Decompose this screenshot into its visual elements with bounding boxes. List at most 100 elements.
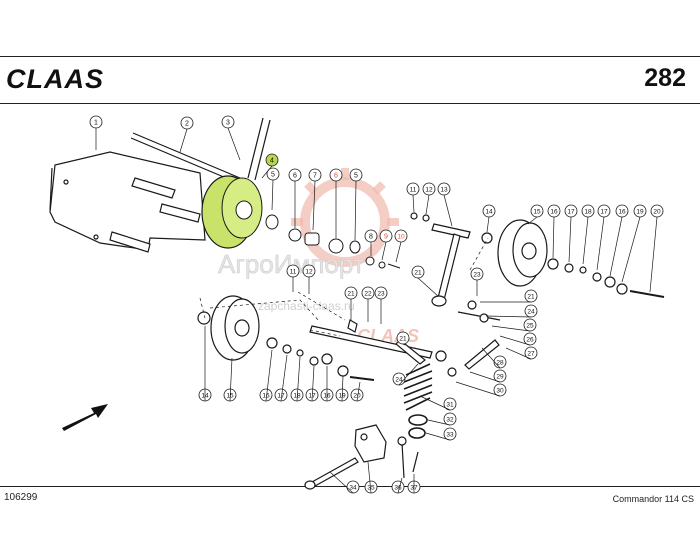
- callout-number: 3: [226, 120, 230, 127]
- callout-leader-line: [179, 128, 188, 153]
- callout-leader-line: [417, 277, 439, 297]
- callout-number: 21: [414, 270, 422, 277]
- callout-number: 19: [636, 209, 644, 216]
- callout-leader-line: [261, 165, 273, 179]
- bracket-35: [304, 424, 419, 490]
- model-name: Commandor 114 CS: [612, 494, 694, 504]
- mounting-bracket: [49, 151, 206, 251]
- callout-number: 27: [527, 351, 535, 358]
- callout-number: 10: [397, 234, 405, 241]
- callout-number: 17: [567, 209, 575, 216]
- callout-number: 16: [550, 209, 558, 216]
- callout-leader-line: [481, 347, 501, 369]
- callout-leader-line: [341, 375, 344, 402]
- callout-number: 4: [270, 158, 274, 165]
- callout-number: 7: [313, 173, 317, 180]
- callout-leader-line: [427, 419, 451, 426]
- callout-leader-line: [381, 241, 387, 261]
- callout-number: 15: [533, 209, 541, 216]
- callout-leader-line: [505, 347, 532, 360]
- callout-leader-line: [227, 127, 241, 161]
- callout-leader-line: [229, 357, 233, 402]
- callout-leader-line: [621, 216, 641, 283]
- callout-number: 21: [399, 336, 407, 343]
- callout-number: 20: [353, 393, 361, 400]
- callout-leader-line: [329, 471, 354, 494]
- callout-number: 34: [349, 485, 357, 492]
- callout-number: 14: [485, 209, 493, 216]
- callout-leader-line: [271, 179, 274, 211]
- callout-leader-line: [395, 241, 402, 263]
- callout-leader-line: [425, 194, 430, 215]
- callout-number: 12: [425, 187, 433, 194]
- callout-number: 32: [446, 417, 454, 424]
- callout-number: 21: [527, 294, 535, 301]
- callout-number: 20: [653, 209, 661, 216]
- direction-arrow: [62, 404, 108, 431]
- callout-number: 6: [334, 173, 338, 180]
- callout-number: 5: [354, 173, 358, 180]
- callout-leader-line: [412, 194, 415, 213]
- callout-number: 36: [394, 485, 402, 492]
- callout-leader-line: [311, 365, 315, 402]
- callout-leaders: [95, 127, 658, 494]
- callout-number: 9: [384, 234, 388, 241]
- lever-assembly: [309, 300, 501, 377]
- callout-number: 16: [618, 209, 626, 216]
- callout-number: 17: [277, 393, 285, 400]
- callout-leader-line: [296, 356, 301, 402]
- document-number: 106299: [4, 492, 38, 503]
- callout-number: 22: [364, 291, 372, 298]
- callout-leader-line: [443, 194, 453, 227]
- callout-number: 29: [496, 374, 504, 381]
- page-header: [0, 56, 700, 104]
- callout-number: 1: [94, 120, 98, 127]
- page-number: 282: [644, 64, 686, 92]
- callout-number: 11: [410, 187, 417, 194]
- callout-number: 21: [347, 291, 355, 298]
- callout-leader-line: [397, 477, 403, 494]
- callout-number: 31: [446, 402, 454, 409]
- callout-number: 24: [395, 377, 403, 384]
- claas-logo: CLAAS: [6, 64, 104, 94]
- callout-number: 24: [527, 309, 535, 316]
- callout-leader-line: [649, 216, 658, 293]
- callout-leader-line: [469, 371, 501, 383]
- callout-number: 6: [293, 173, 297, 180]
- callout-number: 33: [446, 432, 454, 439]
- hub-parts: [265, 214, 401, 269]
- callout-leader-line: [455, 381, 501, 397]
- callout-leader-line: [402, 343, 406, 346]
- callout-leader-line: [609, 216, 623, 277]
- callout-leader-line: [265, 349, 273, 402]
- dashed-leaders: [199, 237, 489, 337]
- highlighted-pulley-4: [201, 175, 263, 249]
- callout-number: 25: [526, 323, 534, 330]
- callout-number: 23: [473, 272, 481, 279]
- callout-leader-line: [582, 216, 589, 265]
- callout-leader-line: [485, 315, 532, 318]
- bracket-shafts: [109, 177, 201, 253]
- callout-number: 23: [377, 291, 385, 298]
- callout-leader-line: [280, 354, 288, 402]
- callout-number: 2: [185, 121, 189, 128]
- callout-number: 13: [440, 187, 448, 194]
- callout-number: 12: [305, 269, 313, 276]
- callout-number: 28: [496, 360, 504, 367]
- callout-leader-line: [398, 363, 419, 386]
- callout-number: 5: [271, 172, 275, 179]
- watermark-gear-teeth: [291, 168, 399, 226]
- callout-number: 11: [290, 269, 297, 276]
- callout-leader-line: [486, 216, 490, 233]
- callout-leader-line: [596, 216, 605, 271]
- callout-number: 16: [262, 393, 270, 400]
- callout-leader-line: [527, 216, 538, 225]
- callout-leader-line: [552, 216, 555, 259]
- idler-pulley-upper: [481, 219, 665, 298]
- callout-leader-line: [425, 432, 451, 441]
- watermark-url: zapchasti-claas.ru: [258, 299, 355, 313]
- callout-number: 30: [496, 388, 504, 395]
- callout-leader-line: [499, 335, 531, 346]
- callout-number: 26: [526, 337, 534, 344]
